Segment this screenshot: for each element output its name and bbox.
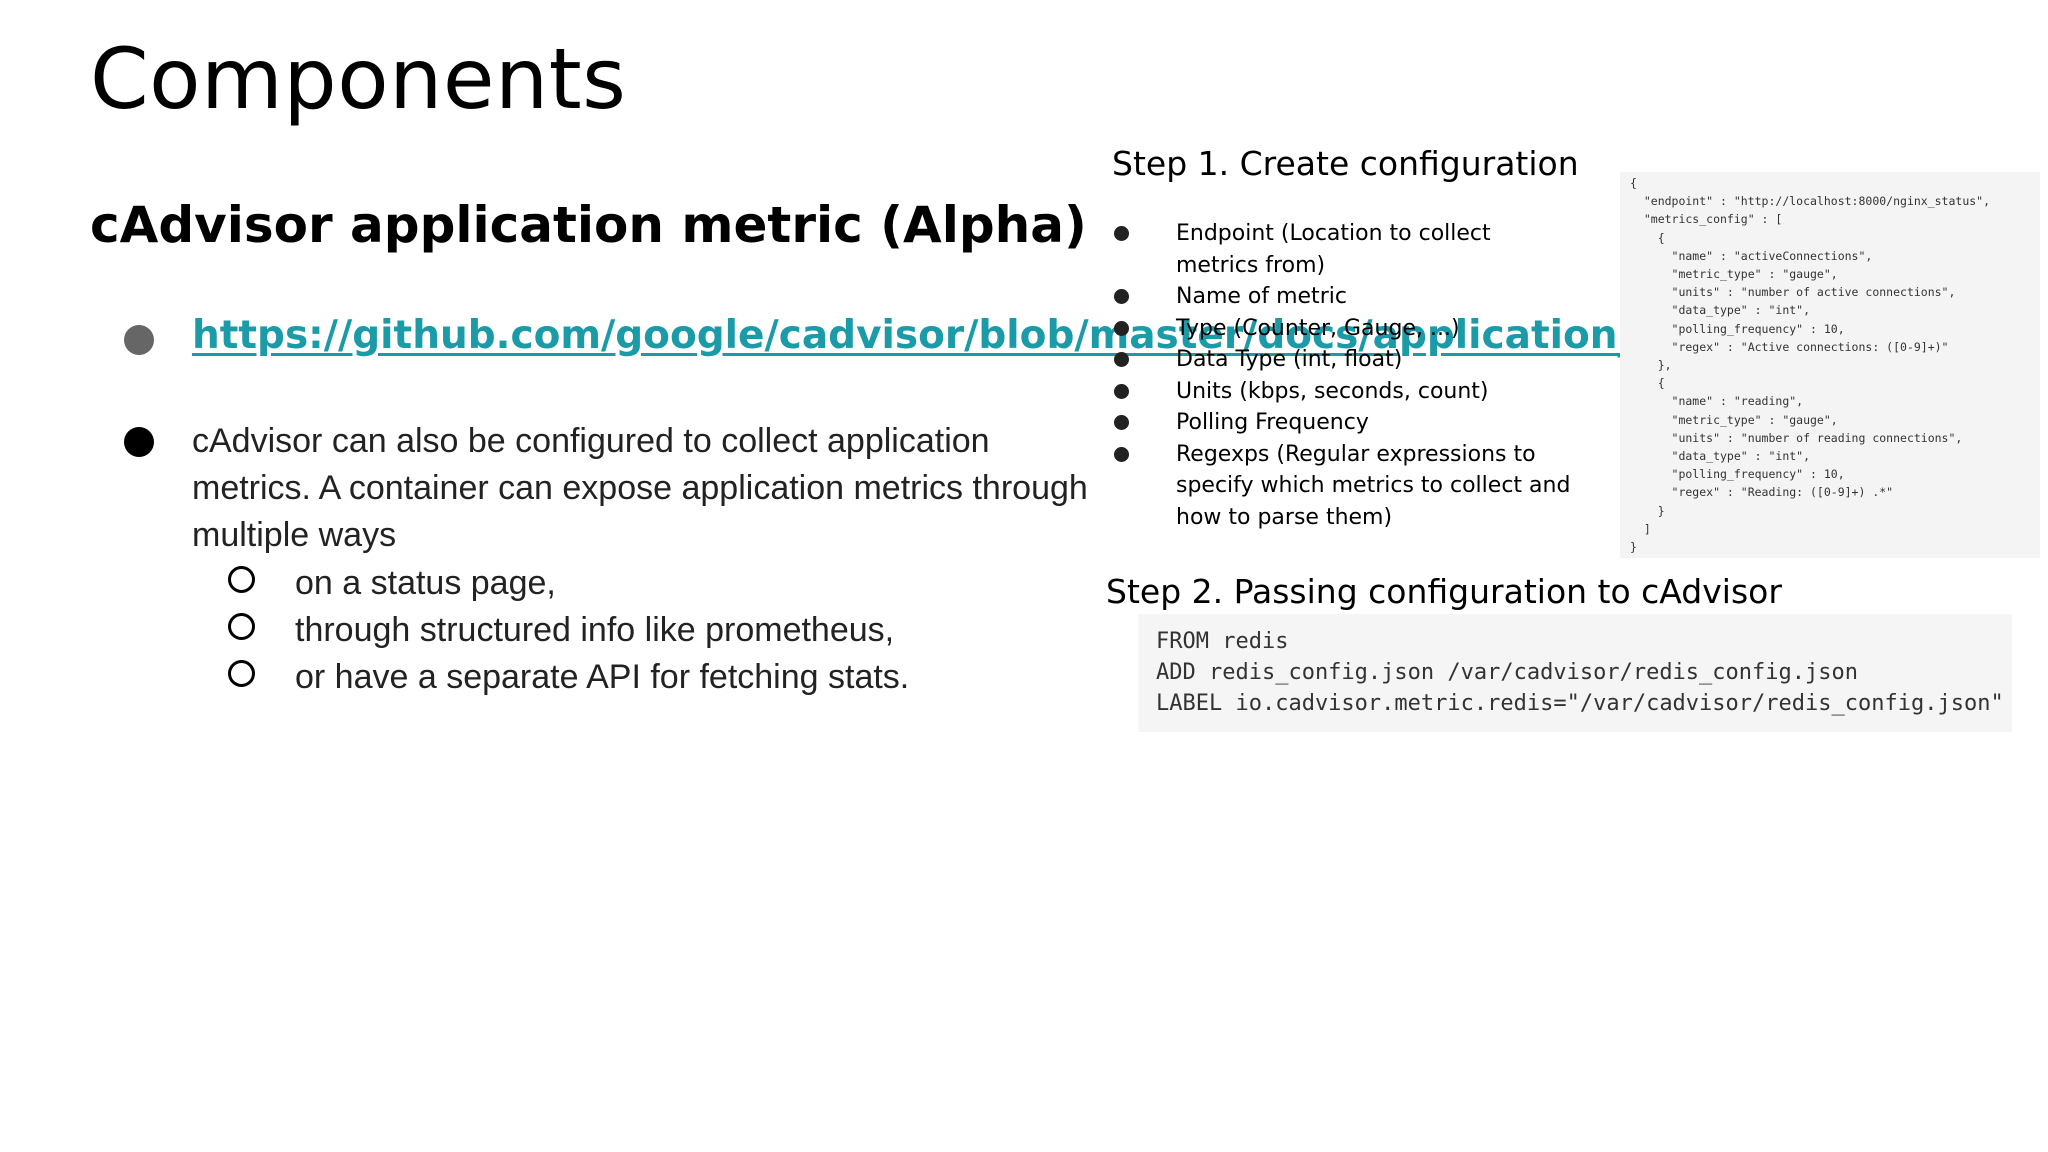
- slide-subtitle: cAdvisor application metric (Alpha): [90, 196, 1087, 254]
- code-line: ADD redis_config.json /var/cadvisor/redi…: [1156, 660, 1858, 685]
- json-config-example: { "endpoint" : "http://localhost:8000/ng…: [1620, 172, 2040, 558]
- slide-title: Components: [90, 30, 627, 128]
- hollow-bullet-icon: [228, 566, 255, 593]
- bullet-icon: [1114, 289, 1129, 304]
- bullet-icon: [124, 427, 154, 457]
- list-item: Regexps (Regular expressions to specify …: [1112, 439, 1572, 534]
- bullet-icon: [124, 325, 154, 355]
- description-paragraph: cAdvisor can also be configured to colle…: [192, 422, 1088, 554]
- code-line: "endpoint" : "http://localhost:8000/ngin…: [1630, 194, 1991, 209]
- list-item-label: Data Type (int, float): [1176, 347, 1403, 372]
- code-line: "data_type" : "int",: [1630, 449, 1811, 464]
- bullet-icon: [1114, 446, 1129, 462]
- step2-heading: Step 2. Passing configuration to cAdviso…: [1106, 572, 1782, 611]
- code-line: "regex" : "Active connections: ([0-9]+)": [1630, 339, 1949, 354]
- code-line: "metric_type" : "gauge",: [1630, 412, 1838, 427]
- code-line: }: [1630, 540, 1637, 555]
- list-item: Type (Counter, Gauge, ...): [1112, 313, 1572, 345]
- code-line: "polling_frequency" : 10,: [1630, 467, 1845, 482]
- code-line: "units" : "number of active connections"…: [1630, 285, 1956, 300]
- bullet-icon: [1114, 383, 1129, 399]
- list-item: or have a separate API for fetching stat…: [295, 658, 910, 696]
- code-line: FROM redis: [1156, 629, 1289, 654]
- application-metrics-doc-link[interactable]: https://github.com/google/cadvisor/blob/…: [192, 313, 1886, 358]
- bullet-icon: [1114, 415, 1129, 430]
- step1-heading: Step 1. Create configuration: [1112, 144, 1579, 183]
- list-item-label: Endpoint (Location to collect metrics fr…: [1176, 221, 1491, 278]
- code-line: "metrics_config" : [: [1630, 212, 1783, 227]
- list-item: Name of metric: [1112, 281, 1572, 313]
- code-line: "regex" : "Reading: ([0-9]+) .*": [1630, 485, 1894, 500]
- code-line: "name" : "reading",: [1630, 394, 1804, 409]
- hollow-bullet-icon: [228, 660, 255, 687]
- bullet-icon: [1114, 320, 1129, 336]
- list-item-label: Regexps (Regular expressions to specify …: [1176, 441, 1571, 530]
- list-item-label: Polling Frequency: [1176, 410, 1369, 435]
- list-item-label: Type (Counter, Gauge, ...): [1176, 315, 1460, 341]
- code-line: "units" : "number of reading connections…: [1630, 430, 1963, 445]
- list-item: Polling Frequency: [1112, 407, 1572, 439]
- code-line: "polling_frequency" : 10,: [1630, 321, 1845, 336]
- code-line: "name" : "activeConnections",: [1630, 248, 1873, 263]
- bullet-icon: [1114, 352, 1129, 367]
- list-item: Data Type (int, float): [1112, 344, 1572, 376]
- list-item-label: Units (kbps, seconds, count): [1176, 378, 1489, 404]
- list-item: Units (kbps, seconds, count): [1112, 376, 1572, 408]
- hollow-bullet-icon: [228, 613, 255, 640]
- configuration-fields-list: Endpoint (Location to collect metrics fr…: [1112, 218, 1572, 533]
- list-item: Endpoint (Location to collect metrics fr…: [1112, 218, 1572, 281]
- code-line: },: [1630, 358, 1672, 373]
- bullet-icon: [1114, 226, 1129, 241]
- code-line: "data_type" : "int",: [1630, 303, 1811, 318]
- code-line: "metric_type" : "gauge",: [1630, 267, 1838, 282]
- list-item: on a status page,: [295, 564, 556, 602]
- code-line: {: [1630, 376, 1665, 391]
- code-line: ]: [1630, 521, 1651, 536]
- list-item: through structured info like prometheus,: [295, 611, 895, 649]
- list-item-label: Name of metric: [1176, 284, 1347, 309]
- code-line: }: [1630, 503, 1665, 518]
- code-line: {: [1630, 230, 1665, 245]
- code-line: {: [1630, 176, 1637, 190]
- code-line: LABEL io.cadvisor.metric.redis="/var/cad…: [1156, 691, 2004, 716]
- json-code-block: { "endpoint" : "http://localhost:8000/ng…: [1620, 172, 2040, 556]
